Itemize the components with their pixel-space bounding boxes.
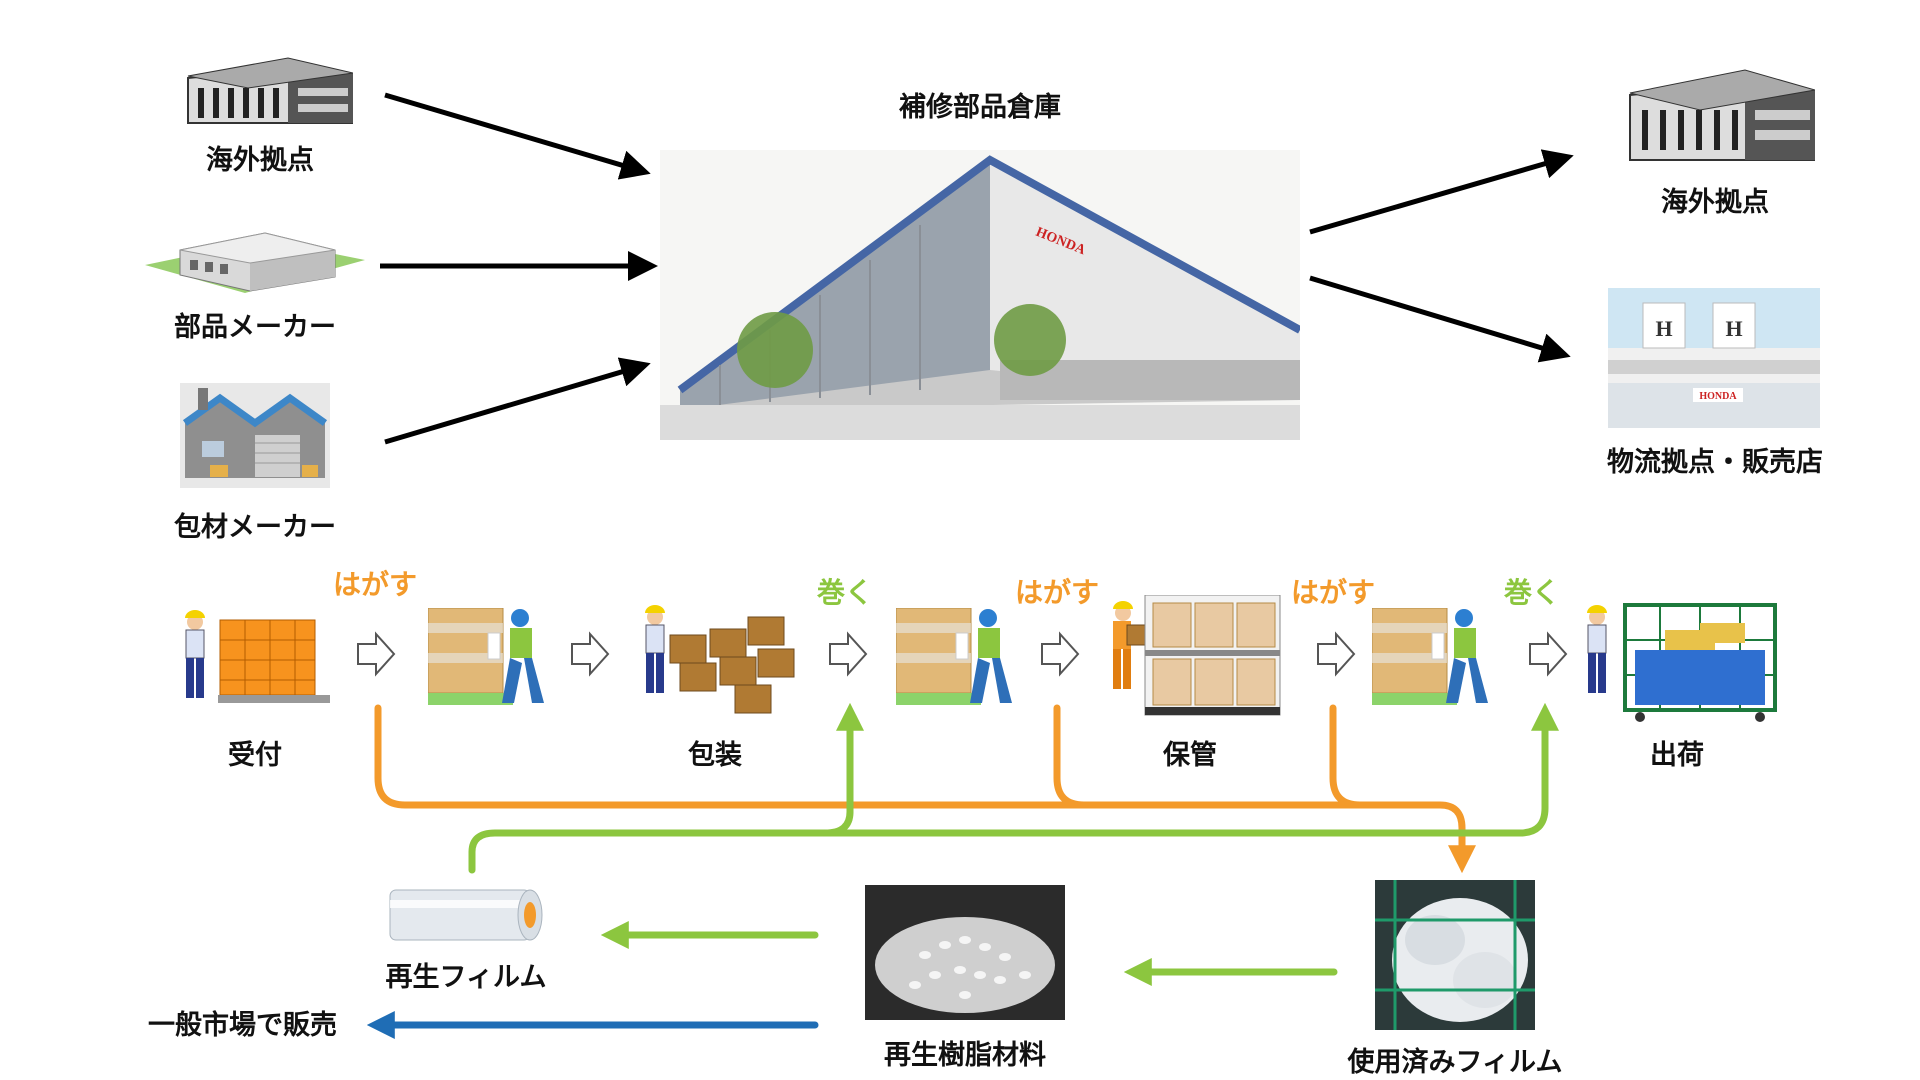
step-packing-icon (640, 605, 800, 715)
arrow-packaging-maker-in (384, 357, 651, 445)
step-arrows (357, 631, 1568, 677)
step-label-packing: 包装 (688, 740, 742, 771)
arrow-dealer-out (1309, 275, 1571, 363)
step-wrapping-icon-3 (1372, 608, 1492, 710)
step-wrapping-icon-1 (428, 608, 548, 710)
step-label-shipping: 出荷 (1650, 740, 1704, 771)
peel-film-flow (374, 704, 1476, 874)
action-peel-2: はがす (1014, 576, 1100, 609)
wrap-film-flow (468, 702, 1559, 986)
source-parts-maker-label: 部品メーカー (174, 312, 336, 343)
source-packaging-factory-icon (180, 383, 330, 488)
used-film-label: 使用済みフィルム (1347, 1047, 1563, 1078)
recycled-film-roll-icon (385, 878, 550, 953)
step-shipping-icon (1580, 595, 1780, 725)
dest-overseas-label: 海外拠点 (1661, 187, 1769, 218)
source-overseas-building-icon (168, 48, 353, 128)
dest-dealer-label: 物流拠点・販売店 (1607, 447, 1823, 478)
action-peel-1: はがす (332, 568, 418, 601)
source-overseas-label: 海外拠点 (206, 145, 314, 176)
dest-dealership-icon: H H HONDA (1608, 288, 1820, 428)
dealer-brand-sign: HONDA (1699, 391, 1737, 402)
dest-overseas-building-icon (1610, 55, 1815, 165)
source-packaging-maker-label: 包材メーカー (174, 512, 336, 543)
step-storage-icon (1105, 595, 1285, 720)
recycled-resin-icon (865, 885, 1065, 1020)
used-film-icon (1375, 880, 1535, 1030)
market-sale-label: 一般市場で販売 (148, 1010, 337, 1041)
svg-text:H: H (1725, 316, 1742, 341)
recycled-film-label: 再生フィルム (385, 962, 547, 993)
arrow-overseas-out (1309, 149, 1574, 235)
action-peel-3: はがす (1290, 576, 1376, 609)
warehouse-title: 補修部品倉庫 (899, 92, 1061, 123)
step-receiving-icon (180, 610, 335, 705)
step-wrapping-icon-2 (896, 608, 1016, 710)
action-wrap-2: 巻く (1503, 576, 1561, 609)
arrow-overseas-in (384, 92, 651, 180)
source-parts-factory-icon (145, 215, 365, 295)
warehouse-photo: HONDA (660, 150, 1302, 440)
step-label-receiving: 受付 (228, 740, 282, 771)
svg-text:H: H (1655, 316, 1672, 341)
recycled-resin-label: 再生樹脂材料 (884, 1040, 1046, 1071)
action-wrap-1: 巻く (816, 576, 874, 609)
step-label-storage: 保管 (1163, 740, 1217, 771)
